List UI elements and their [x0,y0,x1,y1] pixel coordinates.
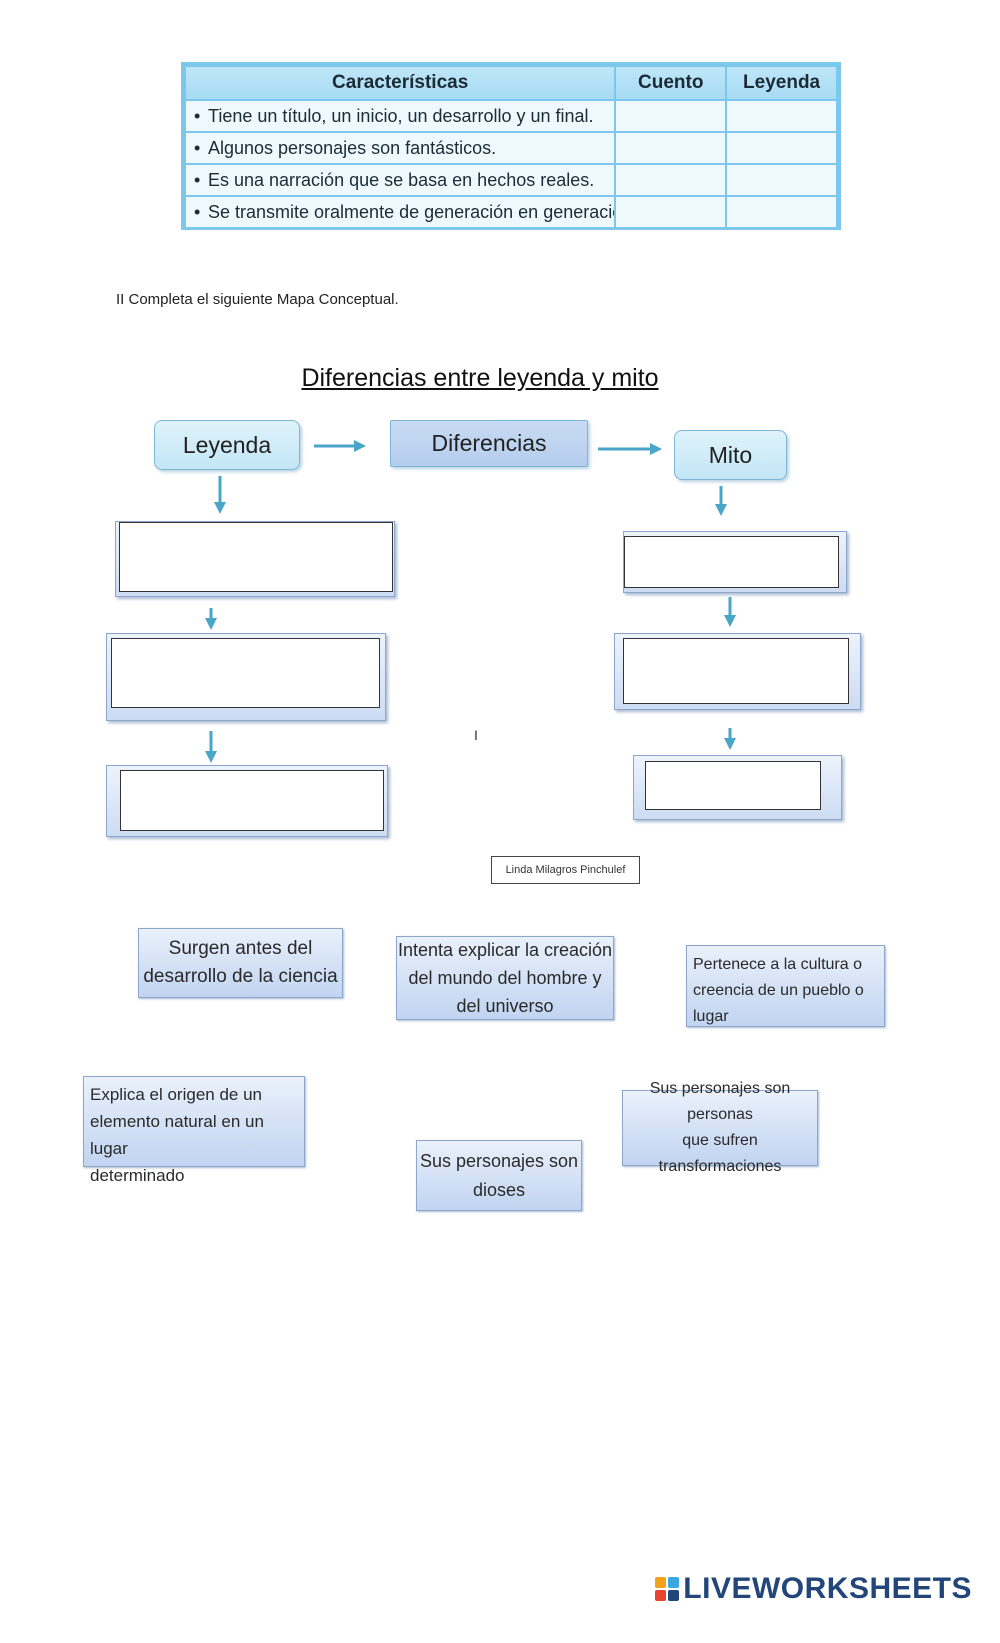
option-text: Pertenece a la cultura o creencia de un … [693,956,864,1025]
table-row: • Tiene un título, un inicio, un desarrol… [183,99,838,133]
leyenda-answer-cell[interactable] [725,99,838,133]
mito-slot-2[interactable] [614,633,861,710]
drop-target[interactable] [111,638,380,708]
bullet: • [194,201,201,222]
option-text: Sus personajes son personas que sufren t… [649,1080,791,1175]
option-text: Surgen antes del desarrollo de la cienci… [143,938,338,987]
arrow-down-icon [205,608,217,630]
option-text: Sus personajes son dioses [419,1150,579,1200]
header-cuento: Cuento [614,65,728,101]
node-mito: Mito [674,430,787,480]
header-caracteristicas: Características [183,65,617,101]
leyenda-answer-cell[interactable] [725,131,838,165]
drop-target[interactable] [624,536,839,588]
drop-target[interactable] [120,770,384,831]
cuento-answer-cell[interactable] [614,195,728,229]
leyenda-answer-cell[interactable] [725,163,838,197]
author-credit: Linda Milagros Pinchulef [491,856,640,884]
mito-slot-1[interactable] [623,531,847,593]
arrow-down-icon [724,728,736,750]
drop-target[interactable] [645,761,821,810]
drop-target[interactable] [623,638,849,704]
option-card[interactable]: Sus personajes son personas que sufren t… [622,1080,818,1175]
drop-target[interactable] [119,522,393,592]
map-title: Diferencias entre leyenda y mito [301,364,659,392]
row-text: Se transmite oralmente de generación en … [208,201,616,222]
arrow-down-icon [724,597,736,627]
option-card[interactable]: Pertenece a la cultura o creencia de un … [686,945,885,1027]
cuento-answer-cell[interactable] [614,163,728,197]
row-text: Tiene un título, un inicio, un desarroll… [208,105,594,126]
bullet: • [194,137,201,158]
cuento-answer-cell[interactable] [614,99,728,133]
brand-text: LIVEWORKSHEETS [683,1572,972,1605]
row-text-cell: • Tiene un título, un inicio, un desarrol… [183,99,617,133]
header-leyenda: Leyenda [725,65,838,101]
row-text: Es una narración que se basa en hechos r… [208,169,595,190]
row-text-cell: • Algunos personajes son fantásticos. [183,131,617,165]
table-header-row: Características Cuento Leyenda [183,65,838,101]
option-card[interactable]: Explica el origen de un elemento natural… [83,1076,305,1185]
node-diferencias: Diferencias [390,420,588,467]
arrow-right-icon [598,443,662,455]
bullet: • [194,105,201,126]
row-text: Algunos personajes son fantásticos. [208,137,497,158]
mito-slot-3[interactable] [633,755,842,820]
row-text-cell: • Se transmite oralmente de generación en… [183,195,617,229]
stray-mark: I [474,727,478,743]
arrow-right-icon [314,440,366,452]
option-card[interactable]: Intenta explicar la creación del mundo d… [396,936,614,1020]
table-row: • Es una narración que se basa en hechos … [183,163,838,197]
liveworksheets-brand: LIVEWORKSHEETS [655,1572,972,1606]
option-text: Intenta explicar la creación del mundo d… [397,940,613,1016]
row-text-cell: • Es una narración que se basa en hechos … [183,163,617,197]
bullet: • [194,169,201,190]
leyenda-slot-2[interactable] [106,633,386,721]
instruction-text: II Completa el siguiente Mapa Conceptual… [116,291,399,308]
leyenda-slot-3[interactable] [106,765,388,837]
table-row: • Se transmite oralmente de generación en… [183,195,838,229]
node-leyenda: Leyenda [154,420,300,470]
arrow-down-icon [214,476,226,514]
option-text: Explica el origen de un elemento natural… [90,1085,264,1185]
liveworksheets-logo-icon [655,1577,680,1601]
arrow-down-icon [205,731,217,763]
leyenda-slot-1[interactable] [115,521,395,597]
arrow-down-icon [715,486,727,516]
option-card[interactable]: Surgen antes del desarrollo de la cienci… [138,928,343,998]
option-card[interactable]: Sus personajes son dioses [416,1140,582,1211]
leyenda-answer-cell[interactable] [725,195,838,229]
characteristics-table: Características Cuento Leyenda • Tiene un… [181,62,841,230]
table-row: • Algunos personajes son fantásticos. [183,131,838,165]
cuento-answer-cell[interactable] [614,131,728,165]
